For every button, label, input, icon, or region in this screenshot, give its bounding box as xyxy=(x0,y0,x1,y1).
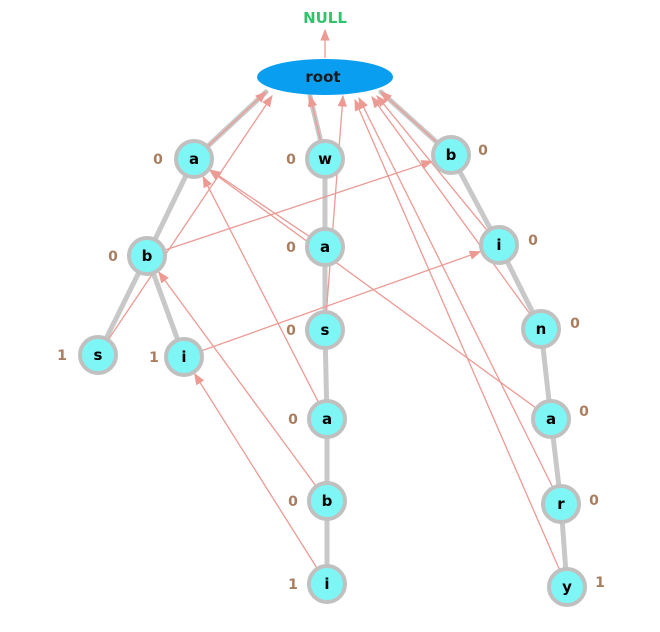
node-count-label: 0 xyxy=(288,494,298,510)
fail-link-r-to-root xyxy=(358,96,554,489)
node-count-label: 1 xyxy=(57,348,67,364)
node-char-label: i xyxy=(324,575,329,593)
node-char-label: s xyxy=(321,321,330,339)
node-circle xyxy=(531,399,571,439)
fail-link-b1-to-b3 xyxy=(163,160,434,251)
fail-link-b3-to-root xyxy=(380,91,439,144)
trie-node-a3: a0 xyxy=(288,399,347,439)
node-char-label: a xyxy=(320,238,330,256)
trie-node-s1: s1 xyxy=(57,335,118,375)
node-circle xyxy=(305,310,345,350)
node-count-label: 0 xyxy=(570,316,580,332)
trie-node-w: w0 xyxy=(286,139,345,179)
node-count-label: 0 xyxy=(478,143,488,159)
node-circle xyxy=(547,567,587,607)
fail-link-y-to-root xyxy=(354,98,561,571)
fail-link-n-to-root xyxy=(371,96,531,315)
node-count-label: 0 xyxy=(579,404,589,420)
fail-link-b2-to-b1 xyxy=(158,271,317,487)
node-char-label: a xyxy=(322,410,332,428)
node-circle xyxy=(521,309,561,349)
node-count-label: 0 xyxy=(288,412,298,428)
node-circle xyxy=(541,484,581,524)
null-label: NULL xyxy=(303,9,347,27)
fail-link-w-to-root xyxy=(307,94,322,142)
root-ellipse xyxy=(257,59,393,95)
node-char-label: n xyxy=(536,320,547,338)
node-char-label: r xyxy=(557,495,565,513)
node-char-label: i xyxy=(181,348,186,366)
node-char-label: i xyxy=(496,236,501,254)
trie-node-i1: i1 xyxy=(149,337,204,377)
node-circle xyxy=(307,399,347,439)
root-label: root xyxy=(305,68,340,86)
node-count-label: 0 xyxy=(286,240,296,256)
fail-link-a4-to-a1 xyxy=(209,170,537,409)
fail-link-i1-to-i3 xyxy=(200,250,482,352)
fail-link-a2-to-a1 xyxy=(209,169,311,238)
node-circle xyxy=(127,236,167,276)
fail-links xyxy=(107,28,561,571)
trie-node-b1: b0 xyxy=(108,236,167,276)
node-char-label: b xyxy=(142,247,153,265)
node-circle xyxy=(479,225,519,265)
node-circle xyxy=(305,139,345,179)
node-count-label: 1 xyxy=(595,575,605,591)
node-count-label: 0 xyxy=(589,493,599,509)
fail-link-s2-to-root xyxy=(325,94,347,313)
node-char-label: y xyxy=(562,578,572,596)
node-char-label: b xyxy=(322,492,333,510)
fail-link-a3-to-a1 xyxy=(202,175,320,404)
node-char-label: b xyxy=(446,146,457,164)
node-circle xyxy=(164,337,204,377)
fail-link-i2-to-i1 xyxy=(194,372,318,570)
node-circle xyxy=(174,139,214,179)
trie-node-s2: s0 xyxy=(286,310,345,350)
node-char-label: w xyxy=(318,150,332,168)
fail-link-i3-to-root xyxy=(376,95,489,232)
trie-node-b2: b0 xyxy=(288,481,347,521)
node-count-label: 1 xyxy=(288,577,298,593)
node-circle xyxy=(78,335,118,375)
node-circle xyxy=(307,481,347,521)
node-count-label: 0 xyxy=(153,152,163,168)
node-count-label: 0 xyxy=(286,323,296,339)
node-count-label: 0 xyxy=(528,233,538,249)
node-count-label: 1 xyxy=(149,350,159,366)
trie-node-a1: a0 xyxy=(153,139,214,179)
trie-node-a2: a0 xyxy=(286,227,345,267)
node-circle xyxy=(307,564,347,604)
node-circle xyxy=(305,227,345,267)
node-circle xyxy=(431,135,471,175)
node-count-label: 0 xyxy=(286,152,296,168)
trie-node-i2: i1 xyxy=(288,564,347,604)
fail-link-a1-to-root xyxy=(206,91,267,148)
root-node: root xyxy=(257,59,393,95)
node-char-label: a xyxy=(546,410,556,428)
fail-link-s1-to-root xyxy=(107,95,273,341)
node-char-label: s xyxy=(94,346,103,364)
node-char-label: a xyxy=(189,150,199,168)
node-count-label: 0 xyxy=(108,249,118,265)
